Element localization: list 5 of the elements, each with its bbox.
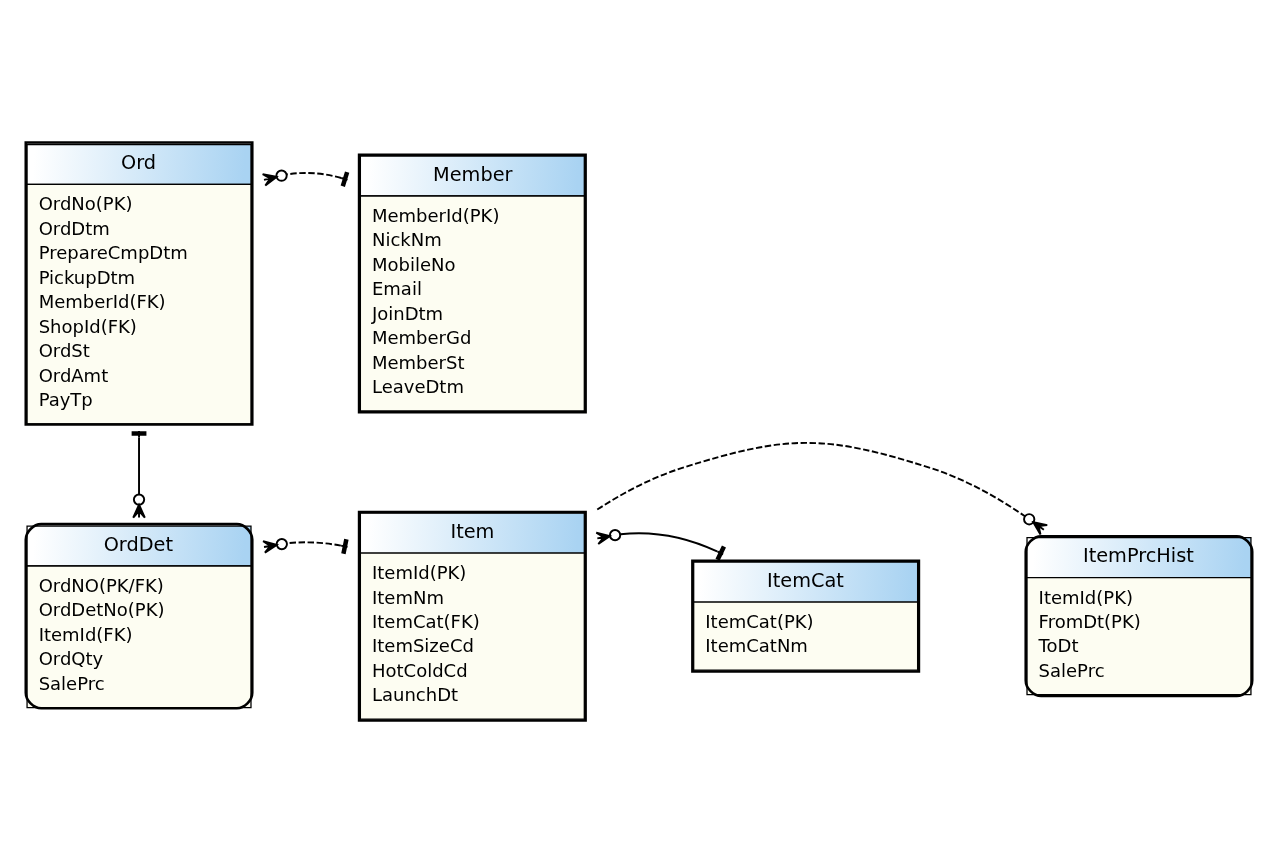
- connector: [595, 529, 726, 561]
- connector: [596, 441, 1049, 536]
- connector: [131, 430, 147, 519]
- connector: [262, 538, 349, 555]
- connector: [261, 169, 350, 187]
